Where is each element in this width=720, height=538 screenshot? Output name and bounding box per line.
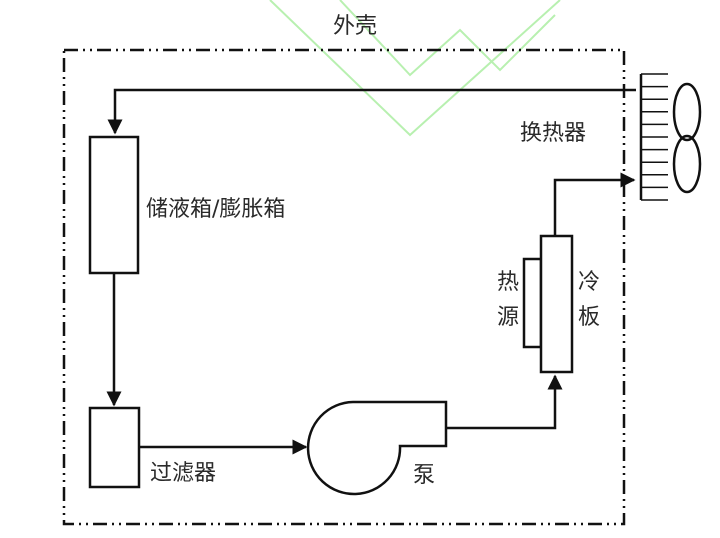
enclosure-label: 外壳 bbox=[333, 14, 377, 39]
pump-shape bbox=[306, 400, 448, 496]
heat-source-box bbox=[522, 257, 543, 349]
heat-exchanger-fins bbox=[641, 73, 668, 201]
pump-label: 泵 bbox=[413, 463, 435, 488]
cold-plate-label-1: 冷 bbox=[578, 270, 600, 295]
watermark bbox=[269, 0, 561, 137]
pump-to-coldplate-pipe bbox=[446, 374, 563, 430]
fan-icon bbox=[672, 82, 702, 194]
cold-plate-label-2: 板 bbox=[578, 305, 600, 330]
heat-source-label-1: 热 bbox=[497, 270, 519, 295]
heat-source-label-2: 源 bbox=[497, 305, 519, 330]
filter-box bbox=[88, 406, 141, 489]
enclosure-border bbox=[62, 48, 626, 526]
reservoir-box bbox=[88, 135, 140, 275]
coldplate-to-exchanger-pipe bbox=[553, 172, 636, 236]
filter-label: 过滤器 bbox=[150, 461, 216, 486]
heat-exchanger-label: 换热器 bbox=[520, 121, 586, 146]
return-pipe bbox=[107, 88, 636, 135]
reservoir-label: 储液箱/膨胀箱 bbox=[146, 197, 285, 222]
heat-exchanger bbox=[639, 73, 668, 201]
cold-plate-box bbox=[539, 234, 574, 374]
